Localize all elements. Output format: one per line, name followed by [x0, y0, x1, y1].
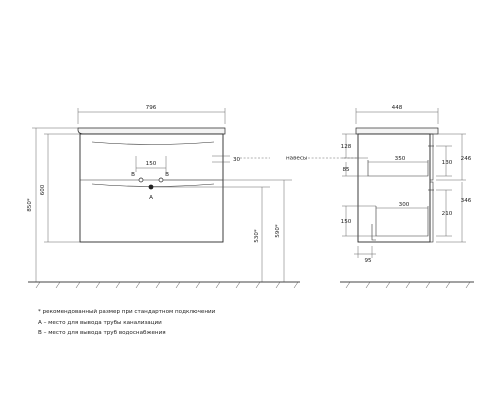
- cabinet-height-label: 600: [40, 184, 46, 195]
- side-countertop: [355, 127, 439, 135]
- countertop: [77, 127, 226, 135]
- floor-hatch-front: [35, 281, 299, 289]
- hinge-label: навесы: [286, 156, 307, 162]
- side-view: 448 350 300 128 85 150: [340, 105, 474, 289]
- upper-drawer-handle: [91, 141, 215, 145]
- marker-b-right-label: B: [165, 172, 169, 178]
- lower-front-label: 210: [442, 211, 453, 217]
- note-recommended-size: * рекомендованный размер при стандартном…: [38, 309, 216, 315]
- upper-front-panel: [429, 133, 434, 181]
- marker-a-label: A: [149, 195, 153, 201]
- upper-drawer-height-label: 85: [342, 167, 350, 173]
- width-label: 796: [146, 105, 157, 111]
- lower-front-panel: [429, 181, 434, 243]
- depth-label: 448: [392, 105, 403, 111]
- upper-side-label: 246: [461, 156, 472, 162]
- water-supply-marker-right: [158, 177, 164, 183]
- drain-height-label: 530*: [254, 229, 260, 243]
- lower-side-label: 346: [461, 198, 472, 204]
- lower-drawer-depth-label: 300: [399, 202, 410, 208]
- drawer-gap-label: 30: [233, 157, 241, 163]
- upper-front-label: 130: [442, 160, 453, 166]
- siphon-recess: [371, 224, 376, 241]
- floor-hatch-side: [345, 281, 471, 289]
- total-height-label: 850*: [27, 198, 33, 212]
- upper-drawer-box: [367, 160, 429, 177]
- drain-marker: [148, 184, 154, 190]
- note-water-supply-outlet: B – место для вывода труб водоснабжения: [38, 330, 166, 336]
- notes-block: * рекомендованный размер при стандартном…: [38, 307, 215, 339]
- bottom-offset-label: 95: [364, 258, 372, 264]
- lower-drawer-box: [375, 206, 429, 237]
- lower-drawer-height-label: 150: [341, 219, 352, 225]
- water-supply-marker-left: [138, 177, 144, 183]
- supply-height-label: 590*: [275, 224, 281, 238]
- note-drain-outlet: A – место для вывода трубы канализации: [38, 319, 162, 326]
- upper-drawer-depth-label: 350: [395, 156, 406, 162]
- front-view: 796 150 B B A 30 навесы 850*: [27, 105, 366, 289]
- top-offset-label: 128: [341, 144, 352, 150]
- pipe-spacing-label: 150: [146, 161, 157, 167]
- side-cabinet-body: [357, 133, 431, 243]
- marker-b-left-label: B: [131, 172, 135, 178]
